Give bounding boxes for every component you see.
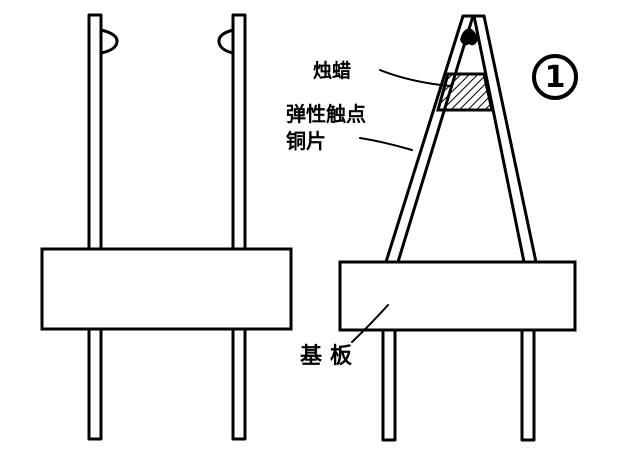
contact-bump-left-2	[217, 28, 235, 55]
label-base-board: 基板	[300, 344, 360, 369]
wax-block	[436, 72, 494, 112]
base-board-right	[338, 260, 577, 332]
figure-number: 1	[545, 60, 566, 95]
left-assembly	[40, 13, 293, 441]
contact-leader-line	[359, 137, 413, 151]
label-elastic-contact: 弹性触点	[286, 102, 366, 126]
copper-strip-left-2	[217, 13, 247, 441]
right-assembly	[338, 14, 577, 442]
copper-strip-left-1	[87, 13, 119, 441]
figure-number-badge: 1	[532, 54, 578, 100]
base-leader-line	[351, 304, 389, 343]
base-board-left	[40, 247, 293, 331]
label-copper-sheet: 铜片	[286, 129, 326, 153]
label-wax: 烛蜡	[313, 59, 351, 82]
contact-bump-left-1	[99, 28, 119, 55]
contact-point	[460, 28, 478, 46]
wax-leader-line	[379, 69, 451, 87]
